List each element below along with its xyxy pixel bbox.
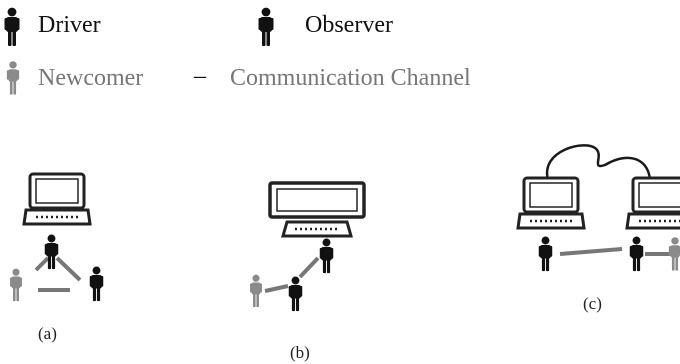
driver-figure xyxy=(538,236,553,272)
legend-driver-label: Driver xyxy=(38,12,101,38)
panel-c xyxy=(516,144,680,272)
panel-b xyxy=(250,181,366,312)
driver-figure xyxy=(44,234,59,270)
observer-figure xyxy=(629,236,644,272)
laptop-icon xyxy=(625,176,680,230)
newcomer-figure xyxy=(10,268,22,302)
observer-legend-icon xyxy=(258,7,274,47)
channel-line xyxy=(55,256,82,282)
legend-channel-symbol: – xyxy=(194,63,206,89)
panel-a xyxy=(10,172,104,302)
panel-a-label: (a) xyxy=(38,324,57,343)
newcomer-figure xyxy=(668,237,680,271)
observer-figure xyxy=(89,266,104,302)
newcomer-figure xyxy=(250,274,262,308)
channel-line xyxy=(264,284,289,293)
legend-channel-label: Communication Channel xyxy=(230,65,471,91)
monitor-icon xyxy=(268,181,366,238)
legend-observer-label: Observer xyxy=(305,12,393,38)
channel-line xyxy=(298,256,320,279)
driver-figure xyxy=(319,238,334,274)
observer-figure xyxy=(288,276,303,312)
channel-line xyxy=(34,256,50,272)
cable-line xyxy=(545,144,652,183)
legend-newcomer-label: Newcomer xyxy=(38,65,144,91)
newcomer-legend-icon xyxy=(6,61,20,95)
laptop-icon xyxy=(22,172,92,226)
laptop-icon xyxy=(516,176,586,230)
panel-b-label: (b) xyxy=(290,343,310,362)
panel-c-label: (c) xyxy=(583,294,602,313)
driver-legend-icon xyxy=(4,7,20,47)
channel-line xyxy=(559,247,623,256)
